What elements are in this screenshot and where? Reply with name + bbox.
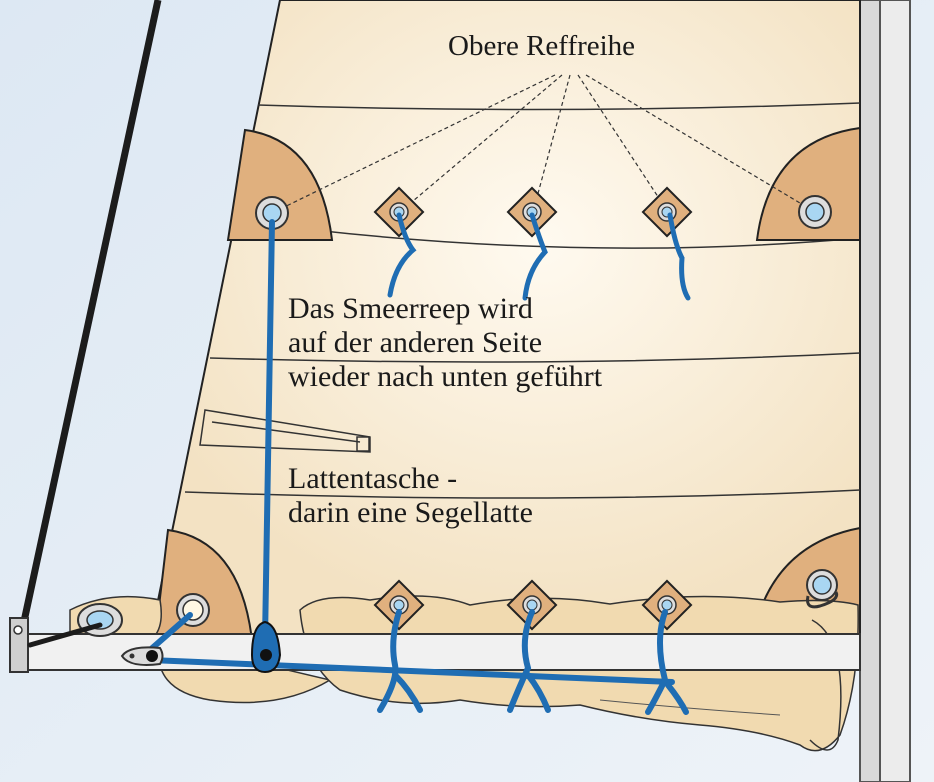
label-upper-reef-row: Obere Reffreihe xyxy=(448,30,636,62)
label-leader-lines xyxy=(271,74,816,214)
batten-pocket xyxy=(199,409,371,453)
label-reef-line-explanation: Das Smeerreep wird auf der anderen Seite… xyxy=(288,292,602,394)
label-line: darin eine Segellatte xyxy=(288,496,533,529)
reef-patch-upper-left xyxy=(226,128,334,241)
upper-reef-lines xyxy=(387,212,691,301)
lower-eyelets xyxy=(77,569,839,637)
mast xyxy=(859,0,911,782)
lower-reef-points xyxy=(373,579,693,631)
label-line: wieder nach unten geführt xyxy=(288,360,603,393)
label-batten-pocket: Lattentasche - darin eine Segellatte xyxy=(288,462,533,530)
label-line: Lattentasche - xyxy=(288,462,458,495)
upper-reef-eyelets xyxy=(255,195,832,230)
upper-reef-points xyxy=(373,186,693,238)
reef-lines xyxy=(27,219,689,715)
label-line: Das Smeerreep wird xyxy=(288,292,533,325)
forestay xyxy=(16,0,162,641)
reef-patch-upper-right xyxy=(755,126,861,241)
label-line: auf der anderen Seite xyxy=(288,326,543,359)
boom-fittings xyxy=(120,620,282,674)
